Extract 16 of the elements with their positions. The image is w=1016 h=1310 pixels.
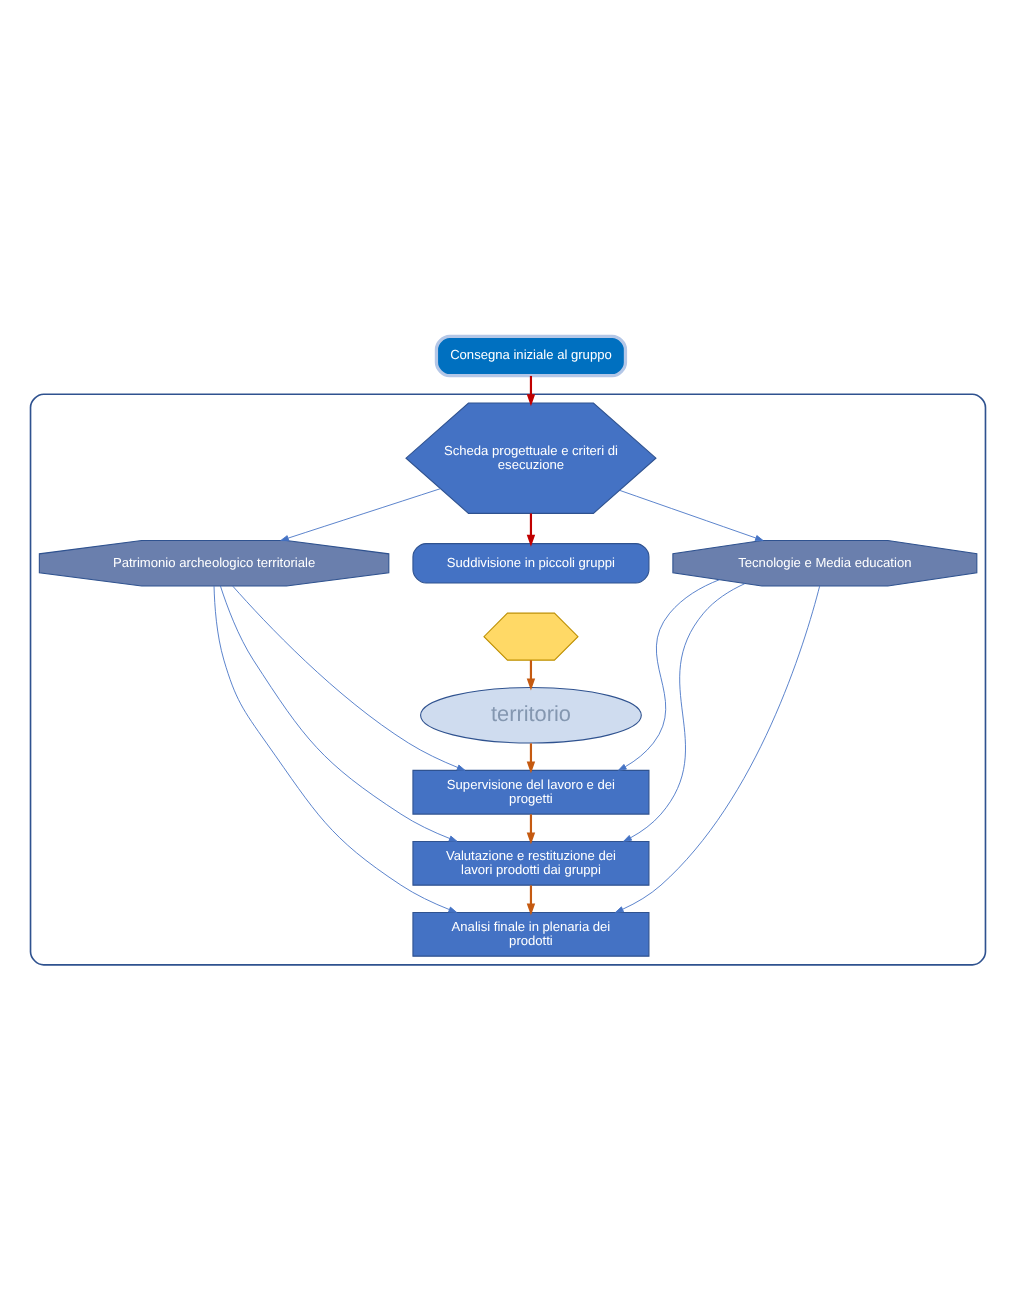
arrow xyxy=(619,490,764,542)
arrow xyxy=(220,585,458,842)
arrow xyxy=(526,814,536,845)
arrow xyxy=(213,585,457,913)
node-ellipse: territorio xyxy=(420,686,642,744)
arrow xyxy=(526,885,536,916)
arrow xyxy=(526,660,536,691)
arrow xyxy=(615,585,821,913)
arrow xyxy=(280,488,441,542)
arrow xyxy=(623,583,746,842)
node-hexagon xyxy=(483,612,579,661)
arrow xyxy=(232,585,466,771)
arrow xyxy=(526,375,536,407)
arrow xyxy=(618,579,720,771)
arrow xyxy=(526,513,536,547)
arrow xyxy=(526,743,536,774)
